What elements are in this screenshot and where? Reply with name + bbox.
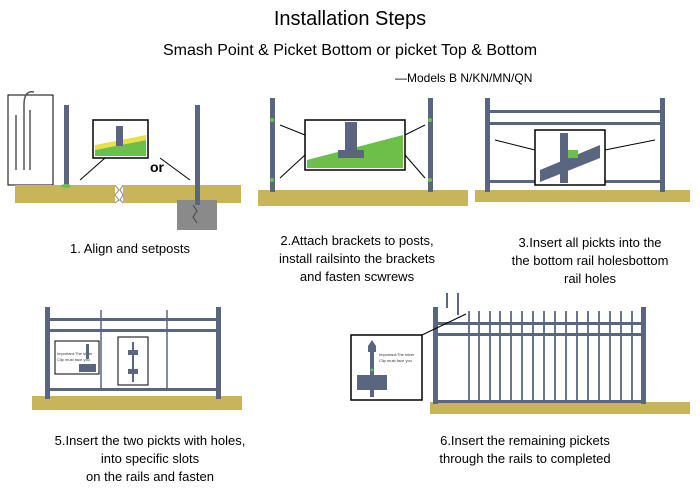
- step5-note-line1: Important:The silver: [379, 352, 415, 357]
- step6-caption-line: 6.Insert the remaining pickets: [440, 433, 610, 448]
- step1-caption: 1. Align and setposts: [30, 240, 230, 258]
- step3-illustration: [475, 98, 690, 202]
- page-title: Installation Steps: [273, 8, 427, 30]
- step2-caption-line: and fasten scwrews: [299, 269, 415, 284]
- step2-caption-line: install railsinto the brackets: [278, 251, 436, 266]
- step5-caption-line: on the rails and fasten: [86, 469, 214, 484]
- step2-caption: 2.Attach brackets to posts, install rail…: [257, 232, 457, 286]
- or-label: or: [150, 159, 165, 175]
- step6-caption-line: through the rails to completed: [439, 451, 611, 466]
- step5-note-line2: Clip must face you: [379, 358, 412, 363]
- step5-caption-line: 5.Insert the two pickts with holes,: [54, 433, 246, 448]
- step5-illustration: Important:The silver Clip must face you: [350, 293, 690, 414]
- step2-caption-line: 2.Attach brackets to posts,: [280, 233, 434, 248]
- step4-note-line1: Important:The silver: [57, 351, 93, 356]
- subtitle: Smash Point & Picket Bottom or picket To…: [162, 42, 538, 59]
- step1-caption-line: 1. Align and setposts: [70, 241, 190, 256]
- step3-caption-line: the bottom rail holesbottom: [511, 253, 669, 268]
- post: [64, 105, 69, 187]
- step4-note-line2: Clip must face you: [57, 357, 90, 362]
- step4-illustration: Important:The silver Clip must face you: [32, 307, 242, 410]
- models-label: —Models B N/KN/MN/QN: [395, 71, 533, 85]
- step6-caption: 6.Insert the remaining pickets through t…: [415, 432, 635, 468]
- step2-illustration: [258, 98, 468, 206]
- step3-caption: 3.Insert all pickts into the the bottom …: [485, 234, 695, 288]
- step5-caption: 5.Insert the two pickts with holes, into…: [30, 432, 270, 486]
- step3-caption-line: 3.Insert all pickts into the: [518, 235, 662, 250]
- step3-caption-line: rail holes: [563, 271, 617, 286]
- ground: [15, 185, 115, 203]
- post: [195, 105, 200, 205]
- step1-illustration: or: [7, 91, 241, 230]
- ground: [123, 185, 241, 203]
- step5-caption-line: into specific slots: [100, 451, 200, 466]
